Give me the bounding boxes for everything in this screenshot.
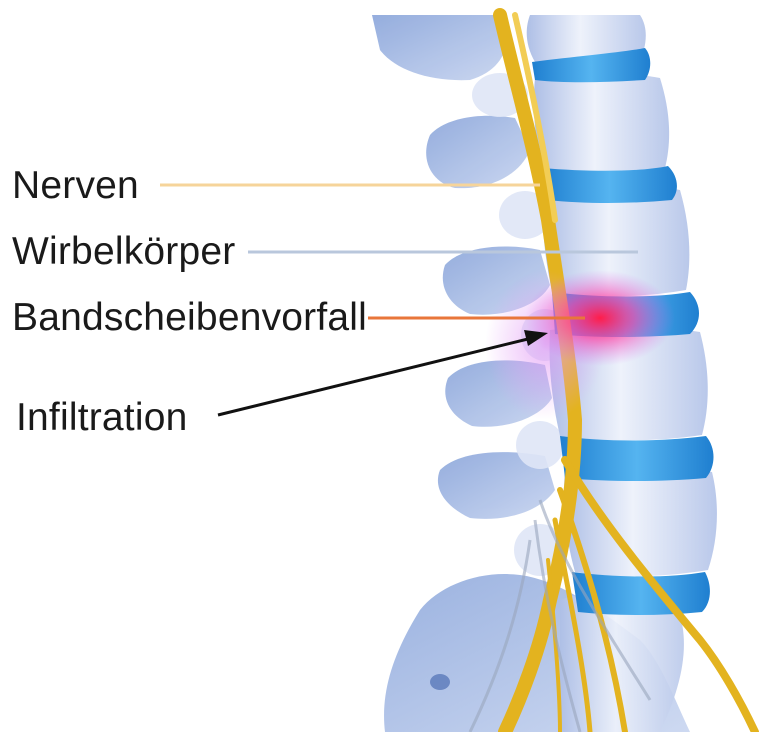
vertebral-body-label: Wirbelkörper xyxy=(12,232,235,271)
infiltration-label: Infiltration xyxy=(16,398,187,437)
disc-herniation-label: Bandscheibenvorfall xyxy=(12,298,367,337)
nerves-label: Nerven xyxy=(12,166,139,205)
sacral-foramen xyxy=(430,674,450,690)
